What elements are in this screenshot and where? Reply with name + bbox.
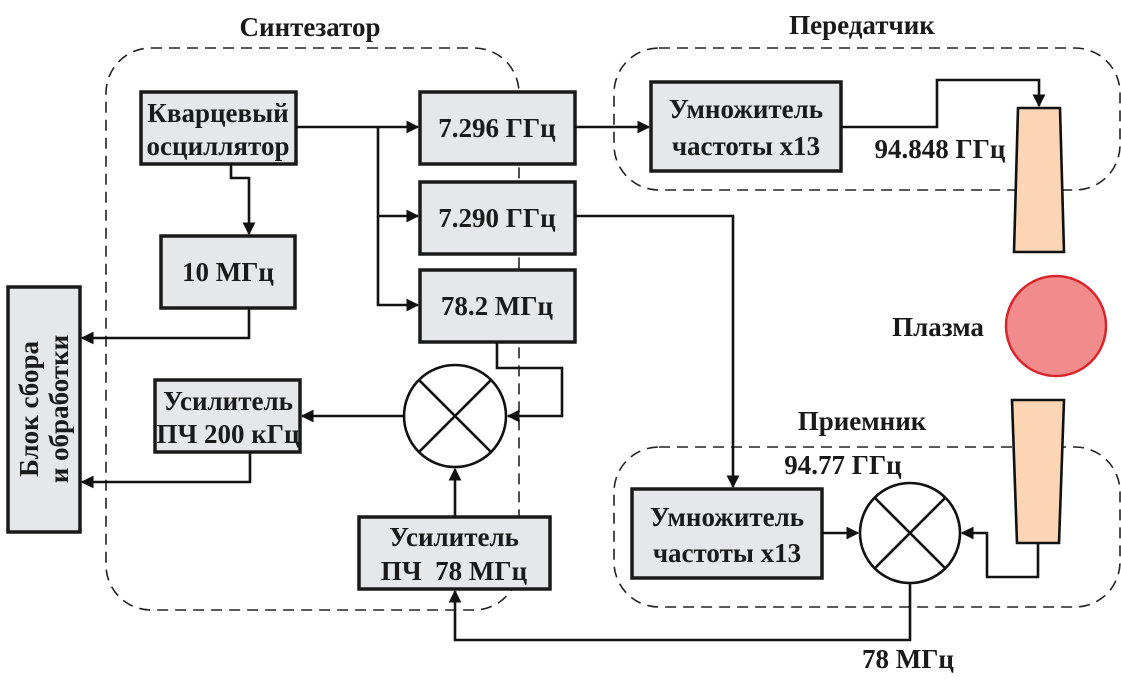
- synth-782-block: 78.2 МГц: [418, 268, 577, 344]
- rx-multiplier-label-line1: Умножитель: [650, 502, 804, 532]
- transmitter-title: Передатчик: [789, 10, 935, 40]
- rx-multiplier-label-line2: частоты х13: [653, 538, 801, 568]
- synthesizer-title: Синтезатор: [240, 12, 381, 42]
- daq-label-line1: Блок сбора: [14, 341, 44, 477]
- tx-multiplier-label-line2: частоты х13: [672, 131, 820, 161]
- ref-10mhz-label: 10 МГц: [182, 257, 274, 287]
- transmitter-group: [613, 47, 1121, 191]
- if-amp-78mhz-label-line2: ПЧ 78 МГц: [381, 556, 528, 586]
- tx-horn-antenna: [1012, 106, 1066, 254]
- plasma-circle: [1004, 274, 1108, 378]
- oscillator-block: Кварцевый осциллятор: [139, 90, 298, 166]
- tx-frequency-label: 94.848 ГГц: [875, 134, 1006, 164]
- tx-multiplier-label-line1: Умножитель: [669, 94, 823, 124]
- if-amp-78mhz-label-line1: Усилитель: [389, 522, 519, 552]
- rx-mixer: [858, 481, 962, 585]
- rx-frequency-label: 94.77 ГГц: [784, 450, 902, 480]
- daq-label-line2: и обработки: [44, 335, 74, 484]
- if-amp-200khz-label-line1: Усилитель: [163, 386, 293, 416]
- receiver-title: Приемник: [798, 406, 927, 436]
- if-amp-200khz-block: Усилитель ПЧ 200 кГц: [153, 378, 302, 454]
- tx-multiplier-block: Умножитель частоты х13: [649, 80, 843, 173]
- synth-7296-label: 7.296 ГГц: [438, 113, 556, 143]
- oscillator-label-line1: Кварцевый: [147, 98, 288, 128]
- synth-782-label: 78.2 МГц: [441, 291, 554, 321]
- receiver-group: [613, 446, 1121, 608]
- ref-10mhz-block: 10 МГц: [159, 234, 297, 310]
- daq-block: Блок сбора и обработки: [6, 285, 82, 534]
- oscillator-label-line2: осциллятор: [147, 131, 290, 161]
- connections: [80, 78, 1046, 642]
- if-amp-200khz-label-line2: ПЧ 200 кГц: [156, 419, 300, 449]
- synth-mixer: [402, 363, 508, 469]
- if-amp-78mhz-block: Усилитель ПЧ 78 МГц: [357, 515, 552, 591]
- synth-7290-block: 7.290 ГГц: [418, 180, 577, 256]
- synth-7290-label: 7.290 ГГц: [438, 203, 556, 233]
- plasma-label: Плазма: [892, 312, 984, 342]
- if-frequency-label: 78 МГц: [862, 644, 954, 674]
- rx-horn-antenna: [1010, 398, 1066, 545]
- rx-multiplier-block: Умножитель частоты х13: [630, 487, 824, 580]
- synth-7296-block: 7.296 ГГц: [418, 90, 577, 166]
